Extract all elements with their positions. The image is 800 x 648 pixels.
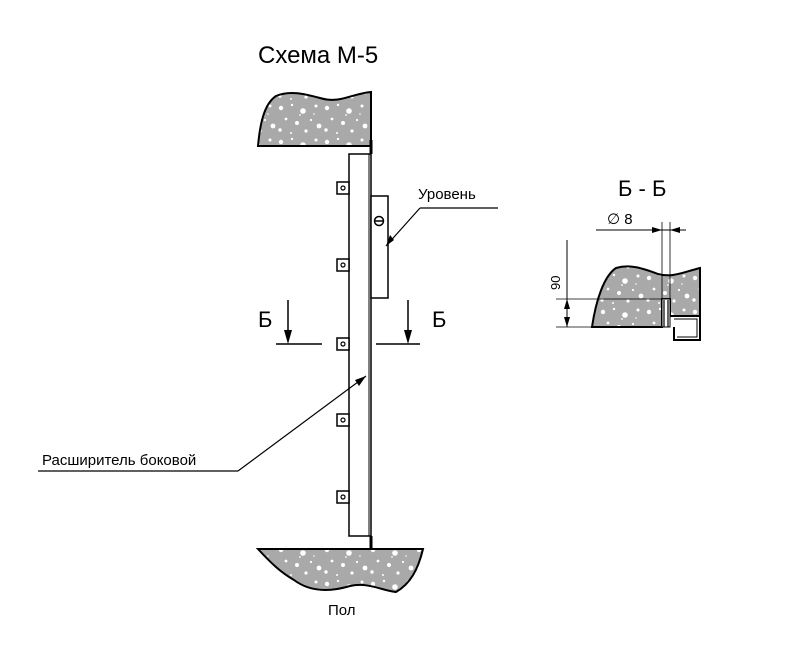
height-dimension: 90	[548, 240, 662, 328]
level-leader-arrow	[386, 235, 394, 246]
fastener	[336, 258, 350, 272]
section-channel	[670, 315, 701, 341]
section-title: Б - Б	[618, 176, 666, 201]
section-slab	[590, 265, 701, 328]
extender-leader-diag	[237, 375, 367, 472]
diameter-dimension: ∅ 8	[596, 211, 686, 299]
side-extender-profile	[348, 153, 372, 537]
fastener	[336, 181, 350, 195]
section-marker-right: Б	[376, 300, 446, 345]
section-marker-left: Б	[258, 300, 322, 345]
fastener	[336, 337, 350, 351]
level-label: Уровень	[418, 186, 476, 203]
section-channel-inner	[674, 318, 698, 338]
level-box	[370, 195, 389, 299]
fastener	[336, 490, 350, 504]
ceiling-slab	[256, 90, 372, 147]
extender-leader-arrow	[355, 376, 366, 386]
floor-slab	[255, 548, 425, 594]
section-letter-left: Б	[258, 307, 272, 332]
fasteners	[336, 181, 350, 504]
fastener	[336, 413, 350, 427]
section-hole	[661, 298, 671, 328]
diameter-label: ∅ 8	[607, 211, 633, 228]
section-detail	[590, 265, 701, 341]
section-letter-right: Б	[432, 307, 446, 332]
extender-label: Расширитель боковой	[42, 452, 196, 469]
diagram-title: Схема М-5	[258, 42, 378, 69]
height-label: 90	[548, 276, 563, 290]
floor-label: Пол	[328, 602, 356, 619]
